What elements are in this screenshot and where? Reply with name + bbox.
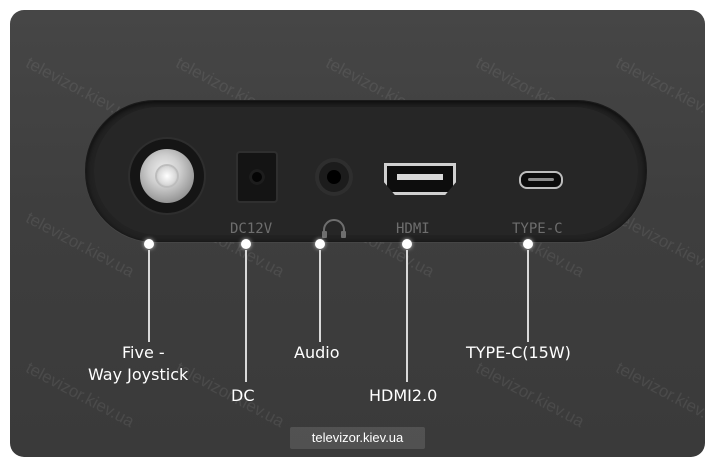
hdmi-callout: HDMI2.0	[369, 386, 438, 405]
watermark-text: televizor.kiev.ua	[172, 358, 288, 432]
joystick-callout-line2: Way Joystick	[88, 365, 189, 384]
type-c-port-label: TYPE-C	[512, 221, 563, 237]
joystick-knob	[140, 149, 194, 203]
hdmi-port-contacts	[397, 174, 443, 180]
device-panel: televizor.kiev.ua televizor.kiev.ua tele…	[10, 10, 705, 457]
watermark-text: televizor.kiev.ua	[472, 358, 588, 432]
audio-leader-line	[319, 250, 321, 342]
joystick-center	[157, 166, 177, 186]
site-badge: televizor.kiev.ua	[290, 427, 425, 449]
dc-port-icon	[236, 151, 278, 203]
type-c-leader-line	[527, 250, 529, 342]
dc-port-label: DC12V	[230, 221, 273, 237]
hdmi-port-label: HDMI	[396, 221, 430, 237]
port-bar-inner: DC12V HDMI TYPE-C	[94, 107, 638, 238]
port-bar: DC12V HDMI TYPE-C	[85, 100, 647, 242]
watermark-text: televizor.kiev.ua	[612, 358, 705, 432]
audio-callout: Audio	[294, 343, 340, 362]
dc-port-hole	[249, 169, 265, 185]
joystick-leader-line	[148, 250, 150, 342]
audio-jack-icon	[319, 162, 349, 192]
type-c-marker-dot	[523, 239, 533, 249]
dc-marker-dot	[241, 239, 251, 249]
type-c-port-tongue	[528, 178, 554, 181]
watermark-text: televizor.kiev.ua	[612, 53, 705, 127]
joystick-marker-dot	[144, 239, 154, 249]
dc-callout: DC	[231, 386, 255, 405]
hdmi-leader-line	[406, 250, 408, 382]
site-badge-text: televizor.kiev.ua	[311, 430, 404, 445]
joystick-callout-line1: Five -	[122, 343, 165, 362]
joystick-icon	[130, 139, 204, 213]
headphone-icon	[322, 219, 346, 238]
dc-leader-line	[245, 250, 247, 382]
hdmi-port-icon	[384, 163, 456, 195]
type-c-callout: TYPE-C(15W)	[466, 343, 571, 362]
hdmi-marker-dot	[402, 239, 412, 249]
audio-jack-hole	[327, 170, 341, 184]
audio-marker-dot	[315, 239, 325, 249]
type-c-port-icon	[519, 171, 563, 189]
